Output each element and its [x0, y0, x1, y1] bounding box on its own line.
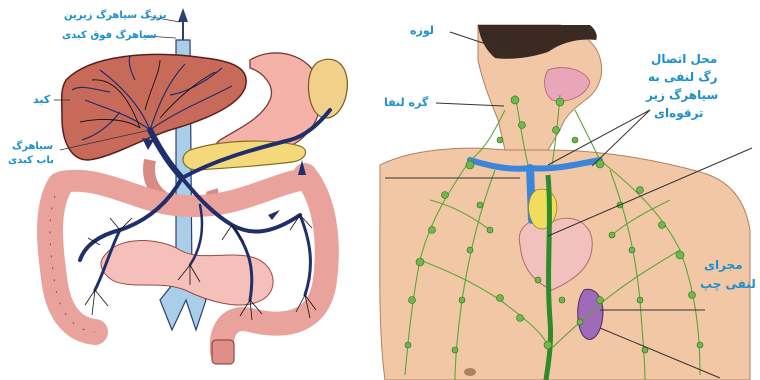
label-hepatic-vein: سیاهرگ فوق کبدی	[62, 29, 157, 43]
label-junction-line3: سیاهرگ زیر	[646, 88, 718, 103]
label-portal-vein-line2: باب کبدی	[8, 154, 54, 168]
label-inferior-vena-cava: بزرگ سیاهرگ زیرین	[64, 9, 167, 23]
label-left-duct-line2: لنفی چپ	[700, 277, 756, 292]
label-junction-line4: ترقوه‌ای	[654, 106, 704, 121]
pancreas	[183, 141, 306, 170]
label-liver: کبد	[33, 93, 50, 107]
ascending-colon	[50, 185, 95, 332]
left-panel-illustration	[50, 8, 347, 364]
rectum	[212, 340, 234, 364]
vena-cava-top-arrow	[178, 8, 188, 22]
label-portal-vein-line1: سیاهرگ	[12, 140, 53, 154]
label-junction-line1: محل اتصال	[651, 52, 717, 67]
navel	[464, 368, 476, 376]
spleen	[308, 59, 347, 118]
label-junction-line2: رگ لنفی به	[648, 70, 718, 85]
label-lymph-node: گره لنفا	[384, 96, 428, 110]
thymus	[529, 189, 557, 229]
label-tonsil: لوزه	[410, 24, 434, 38]
label-left-duct-line1: مجرای	[704, 258, 743, 273]
